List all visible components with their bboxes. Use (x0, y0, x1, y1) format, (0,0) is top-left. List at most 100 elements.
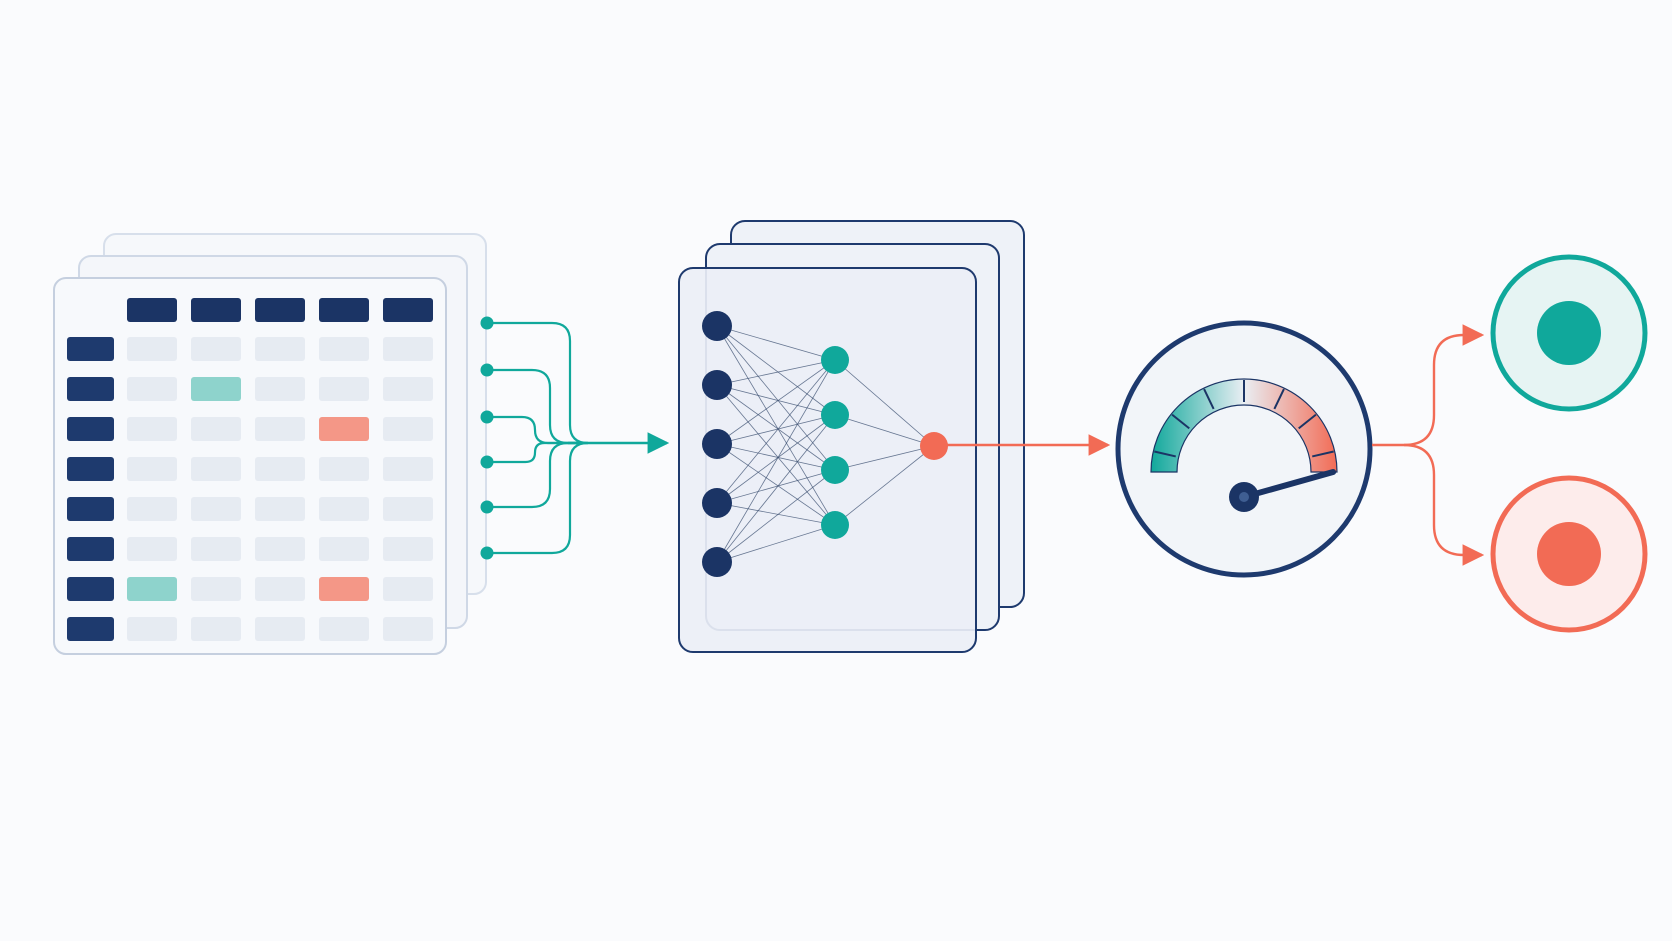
network-edge (716, 384, 836, 526)
table-cell (191, 417, 241, 441)
table-cell (319, 617, 369, 641)
table-cell (255, 377, 305, 401)
gauge-tick (1312, 450, 1334, 458)
table-cell (127, 377, 177, 401)
model-stack (678, 220, 1025, 653)
feature-port (480, 316, 494, 330)
table-cell-highlight-teal (191, 377, 241, 401)
table-cell (255, 537, 305, 561)
hidden-node (821, 511, 849, 539)
network-edge (716, 469, 836, 563)
network-edge (834, 445, 935, 526)
gauge-arc (1150, 378, 1338, 473)
network-edge (716, 325, 836, 526)
table-header-cell (319, 298, 369, 322)
gauge-hub-center (1239, 492, 1249, 502)
table-cell (127, 417, 177, 441)
table-header-cell (383, 298, 433, 322)
gauge-tick (1273, 388, 1285, 410)
network-edge (716, 384, 836, 471)
network-edge (716, 359, 836, 445)
feature-connectors (480, 316, 670, 560)
table-cell (191, 537, 241, 561)
table-row-label (67, 337, 114, 361)
network-edge (716, 359, 836, 563)
table-row-label (67, 577, 114, 601)
table-cell (255, 457, 305, 481)
gauge-dial (1115, 320, 1373, 578)
network-nodes (702, 311, 948, 577)
score-gauge (1115, 320, 1373, 578)
output-node (920, 432, 948, 460)
table-cell (191, 617, 241, 641)
network-edge (716, 325, 836, 416)
table-row-label (67, 617, 114, 641)
network-edge (716, 502, 836, 526)
table-cell (319, 497, 369, 521)
table-cell (383, 497, 433, 521)
table-cell (383, 617, 433, 641)
table-cell-highlight-coral (319, 417, 369, 441)
gauge-tick (1154, 450, 1176, 458)
table-cell (127, 537, 177, 561)
network-edge (716, 524, 836, 563)
table-row-label (67, 537, 114, 561)
input-node (702, 547, 732, 577)
feature-connector-line (487, 368, 578, 445)
network-edge (716, 384, 836, 416)
data-table-stack (53, 233, 487, 655)
network-edge (716, 414, 836, 504)
input-node (702, 311, 732, 341)
table-cell (127, 457, 177, 481)
table-cell (127, 337, 177, 361)
table-cell (383, 537, 433, 561)
input-node (702, 488, 732, 518)
table-cell (255, 577, 305, 601)
network-edge (716, 359, 836, 386)
network-edge (716, 325, 836, 361)
branch-connector (1372, 324, 1485, 447)
hidden-node (821, 346, 849, 374)
table-cell (319, 337, 369, 361)
gauge-needle (1241, 469, 1337, 500)
network-edge (716, 443, 836, 526)
negative-outcome-dot (1537, 522, 1601, 586)
network-edge (716, 469, 836, 504)
network-edges (716, 325, 935, 563)
table-cell (255, 617, 305, 641)
network-edge (834, 445, 935, 471)
network-edge (716, 414, 836, 445)
table-cell (383, 417, 433, 441)
feature-connector-line (487, 441, 589, 555)
network-edge (834, 359, 935, 447)
table-row-label (67, 417, 114, 441)
feature-connector-line (487, 441, 578, 464)
feature-connector-line (487, 415, 578, 445)
table-cell (383, 457, 433, 481)
network-edge (716, 443, 836, 471)
feature-port (480, 410, 494, 424)
gauge-ticks (1154, 380, 1334, 458)
table-grid (67, 298, 433, 641)
table-cell (319, 457, 369, 481)
input-node (702, 429, 732, 459)
table-cell (191, 497, 241, 521)
table-cell-highlight-coral (319, 577, 369, 601)
table-header-cell (127, 298, 177, 322)
feature-port (480, 546, 494, 560)
table-cell (255, 337, 305, 361)
table-cell (255, 417, 305, 441)
table-row-label (67, 377, 114, 401)
table-cell (127, 617, 177, 641)
table-header-cell (255, 298, 305, 322)
network-edge (716, 359, 836, 504)
network-edge (716, 414, 836, 563)
gauge-tick (1298, 413, 1317, 430)
table-row-label (67, 497, 114, 521)
hidden-node (821, 456, 849, 484)
branch-connector-lower (1403, 443, 1485, 566)
table-cell (319, 537, 369, 561)
positive-outcome-dot (1537, 301, 1601, 365)
table-cell (383, 337, 433, 361)
